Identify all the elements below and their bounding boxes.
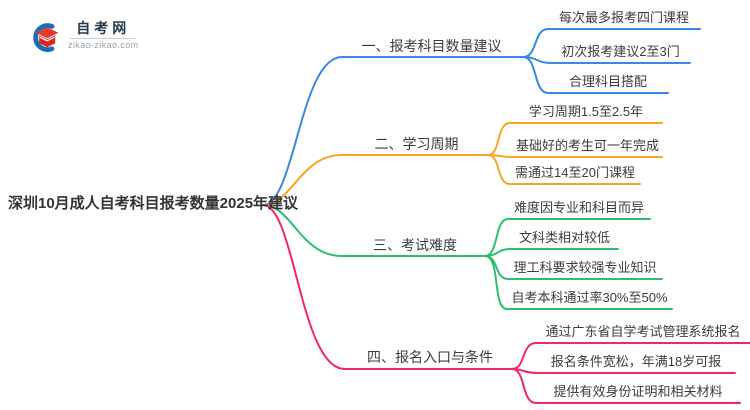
- branch-4-links: [262, 204, 750, 404]
- logo-text-block: 自考网 zikao-zikao.com: [68, 20, 139, 50]
- branch-2-links: [262, 122, 663, 206]
- site-logo: 自考网 zikao-zikao.com: [28, 20, 139, 52]
- branch-3-child-3: 理工科要求较强专业知识: [513, 260, 657, 275]
- branch-2-child-2: 基础好的考生可一年完成: [515, 138, 659, 153]
- branch-3-child-2: 文科类相对较低: [518, 230, 610, 245]
- logo-divider: [70, 38, 137, 39]
- branch-2-label: 二、学习周期: [374, 136, 459, 152]
- branch-2-child-1: 学习周期1.5至2.5年: [528, 104, 644, 119]
- central-topic: 深圳10月成人自考科目报考数量2025年建议: [8, 195, 299, 212]
- graduation-cap-icon: [33, 23, 59, 52]
- branch-1-label: 一、报考科目数量建议: [361, 38, 502, 54]
- branch-3-child-1: 难度因专业和科目而异: [513, 200, 644, 215]
- branch-4-child-2: 报名条件宽松，年满18岁可报: [550, 354, 722, 369]
- branch-3-child-4: 自考本科通过率30%至50%: [511, 290, 668, 305]
- branch-3-label: 三、考试难度: [373, 237, 457, 253]
- branch-1-links: [262, 28, 701, 206]
- branch-4-child-1: 通过广东省自学考试管理系统报名: [545, 324, 741, 339]
- branch-3-links: [262, 204, 673, 310]
- branch-4-child-3: 提供有效身份证明和相关材料: [553, 384, 723, 399]
- branch-4-label: 四、报名入口与条件: [367, 349, 493, 365]
- branch-1-child-3: 合理科目搭配: [568, 74, 647, 89]
- branch-1-child-1: 每次最多报考四门课程: [558, 10, 689, 25]
- logo-title: 自考网: [76, 20, 131, 36]
- branch-1-child-2: 初次报考建议2至3门: [561, 44, 680, 59]
- branch-2-child-3: 需通过14至20门课程: [515, 165, 635, 180]
- logo-domain: zikao-zikao.com: [68, 40, 139, 50]
